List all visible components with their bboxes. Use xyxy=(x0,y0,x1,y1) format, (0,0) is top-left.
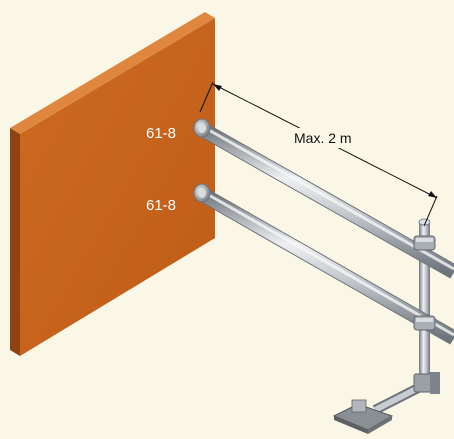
lower-rail xyxy=(196,186,454,345)
wall-front-face xyxy=(20,18,215,356)
wall-panel xyxy=(10,12,215,356)
upper-rail xyxy=(196,121,454,279)
wall-flange-icon xyxy=(193,183,211,203)
wall-top-edge xyxy=(10,12,215,134)
wall-flange-icon xyxy=(193,118,211,138)
wall-side-edge xyxy=(10,128,20,356)
fitting-label-top: 61-8 xyxy=(146,125,176,142)
pipe-clamp-icon xyxy=(413,315,436,331)
dimension-label: Max. 2 m xyxy=(294,130,352,146)
pipe-clamp-icon xyxy=(413,235,436,251)
base-plate-icon xyxy=(332,372,440,434)
dimension-line xyxy=(199,81,438,227)
fitting-label-bottom: 61-8 xyxy=(146,197,176,214)
